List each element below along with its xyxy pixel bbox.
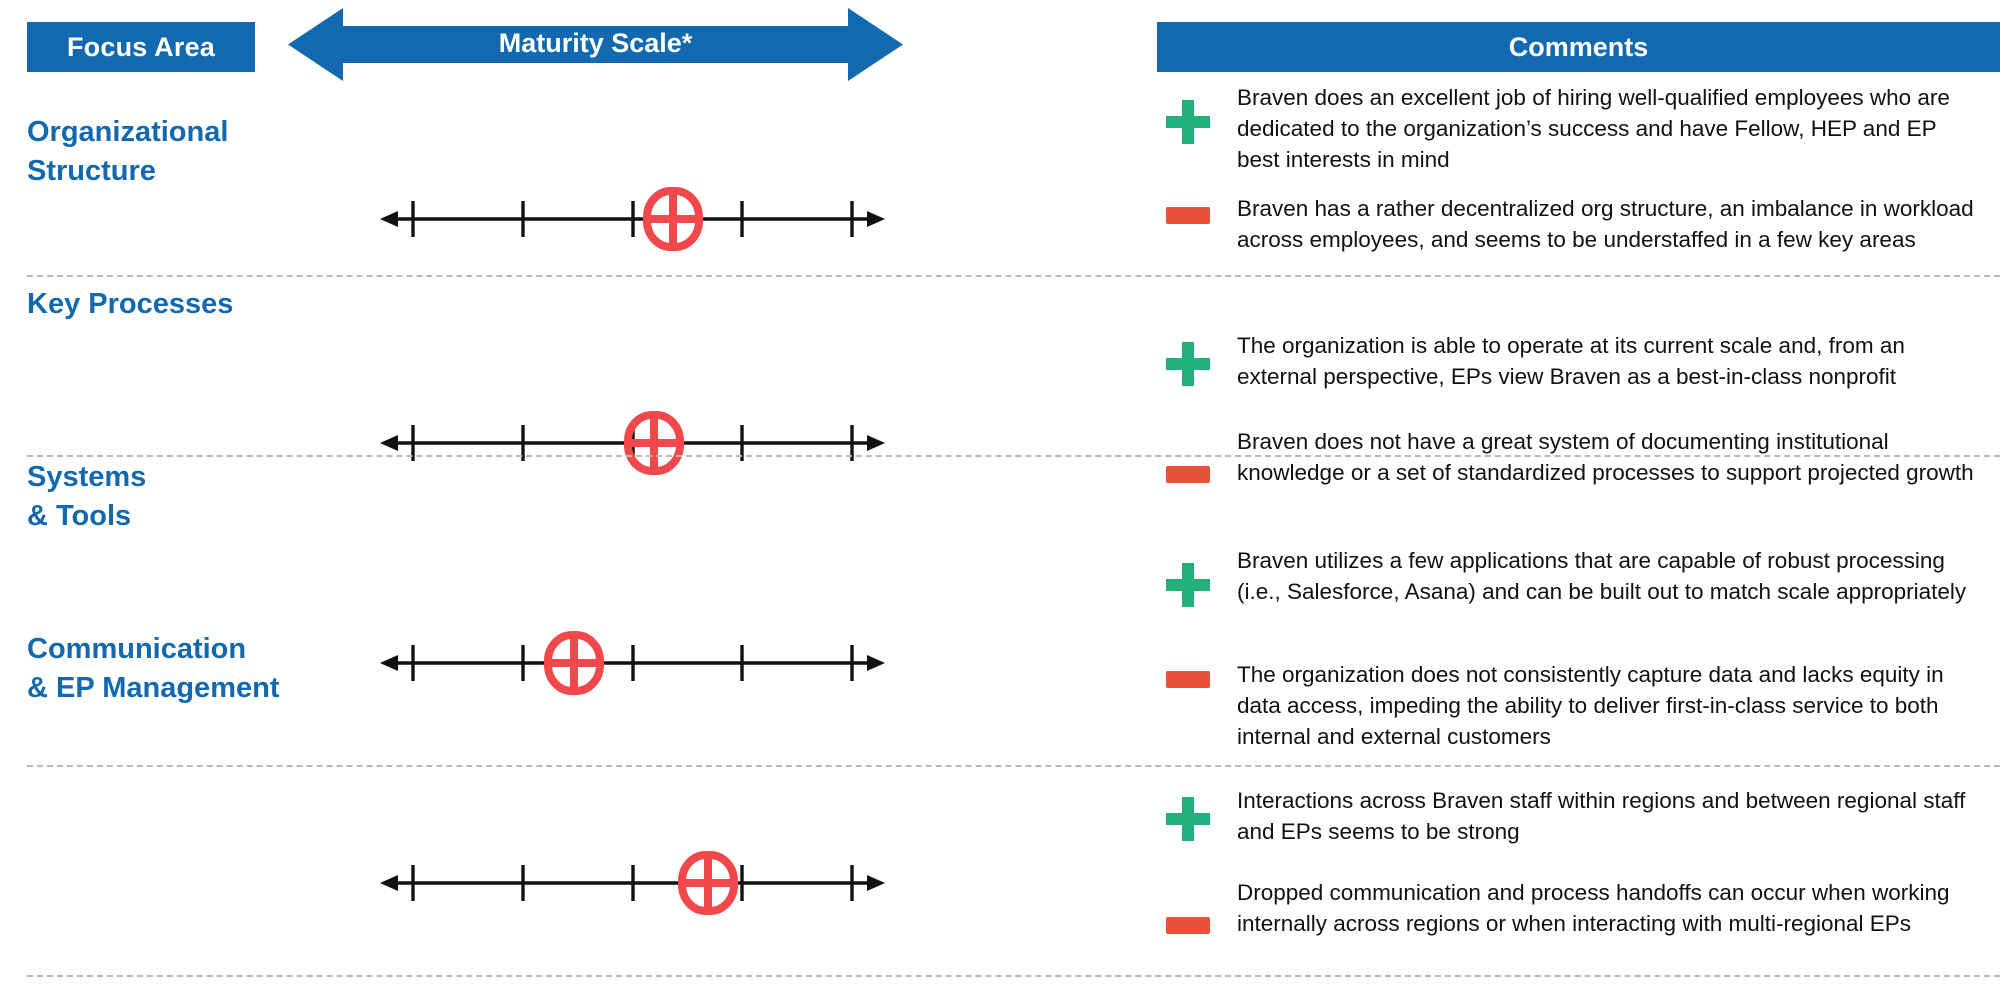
crosshair-marker-icon xyxy=(678,851,738,915)
maturity-scale-4[interactable] xyxy=(380,851,885,915)
comment-negative-text-3: The organization does not consistently c… xyxy=(1237,662,1944,750)
crosshair-marker-icon xyxy=(624,411,684,475)
plus-icon xyxy=(1157,797,1219,841)
plus-icon xyxy=(1157,563,1219,607)
maturity-scale-1[interactable] xyxy=(380,187,885,251)
comment-negative-1: Braven has a rather decentralized org st… xyxy=(1157,193,1977,285)
comment-negative-2: Braven does not have a great system of d… xyxy=(1157,426,1977,518)
comment-negative-text-4: Dropped communication and process handof… xyxy=(1237,880,1950,937)
comment-positive-3: Braven utilizes a few applications that … xyxy=(1157,545,1977,637)
comment-positive-2: The organization is able to operate at i… xyxy=(1157,330,1977,400)
focus-area-label-4: Communication & EP Management xyxy=(27,633,280,704)
focus-area-label-2: Key Processes xyxy=(27,288,234,320)
comment-negative-text-1: Braven has a rather decentralized org st… xyxy=(1237,196,1974,253)
comment-positive-1: Braven does an excellent job of hiring w… xyxy=(1157,82,1977,175)
comments-cell-3: Braven utilizes a few applications that … xyxy=(1157,545,1977,752)
maturity-scale-3[interactable] xyxy=(380,631,885,695)
minus-icon xyxy=(1157,917,1219,934)
double-arrow-shape xyxy=(288,8,903,81)
comment-positive-text-3: Braven utilizes a few applications that … xyxy=(1237,548,1967,605)
comments-cell-2: The organization is able to operate at i… xyxy=(1157,330,1977,518)
comment-negative-4: Dropped communication and process handof… xyxy=(1157,877,1977,969)
row-divider-2 xyxy=(27,455,2000,457)
row-divider-1 xyxy=(27,275,2000,277)
comments-cell-1: Braven does an excellent job of hiring w… xyxy=(1157,82,1977,285)
crosshair-marker-icon xyxy=(643,187,703,251)
comment-negative-3: The organization does not consistently c… xyxy=(1157,659,1977,752)
maturity-scale-2[interactable] xyxy=(380,411,885,475)
comment-positive-text-2: The organization is able to operate at i… xyxy=(1237,333,1905,390)
row-divider-3 xyxy=(27,765,2000,767)
header-focus-area-label: Focus Area xyxy=(66,31,216,62)
comments-cell-4: Interactions across Braven staff within … xyxy=(1157,785,1977,969)
minus-icon xyxy=(1157,207,1219,225)
focus-area-label-3: Systems & Tools xyxy=(27,461,147,532)
crosshair-marker-icon xyxy=(544,631,604,695)
comment-positive-text-4: Interactions across Braven staff within … xyxy=(1237,788,1966,845)
comment-negative-text-2: Braven does not have a great system of d… xyxy=(1237,429,1974,486)
minus-icon xyxy=(1157,466,1219,483)
header-focus-area: Focus Area xyxy=(27,22,255,72)
minus-icon xyxy=(1157,671,1219,688)
header-maturity-scale-label: Maturity Scale* xyxy=(498,28,693,58)
row-divider-4 xyxy=(27,975,2000,977)
plus-icon xyxy=(1157,342,1219,386)
comment-positive-4: Interactions across Braven staff within … xyxy=(1157,785,1977,855)
header-comments: Comments xyxy=(1157,22,2000,72)
plus-icon xyxy=(1157,100,1219,144)
comment-positive-text-1: Braven does an excellent job of hiring w… xyxy=(1237,85,1950,173)
header-maturity-scale: Maturity Scale* xyxy=(288,8,903,81)
header-comments-label: Comments xyxy=(1508,31,1649,62)
focus-area-label-1: Organizational Structure xyxy=(27,116,229,187)
